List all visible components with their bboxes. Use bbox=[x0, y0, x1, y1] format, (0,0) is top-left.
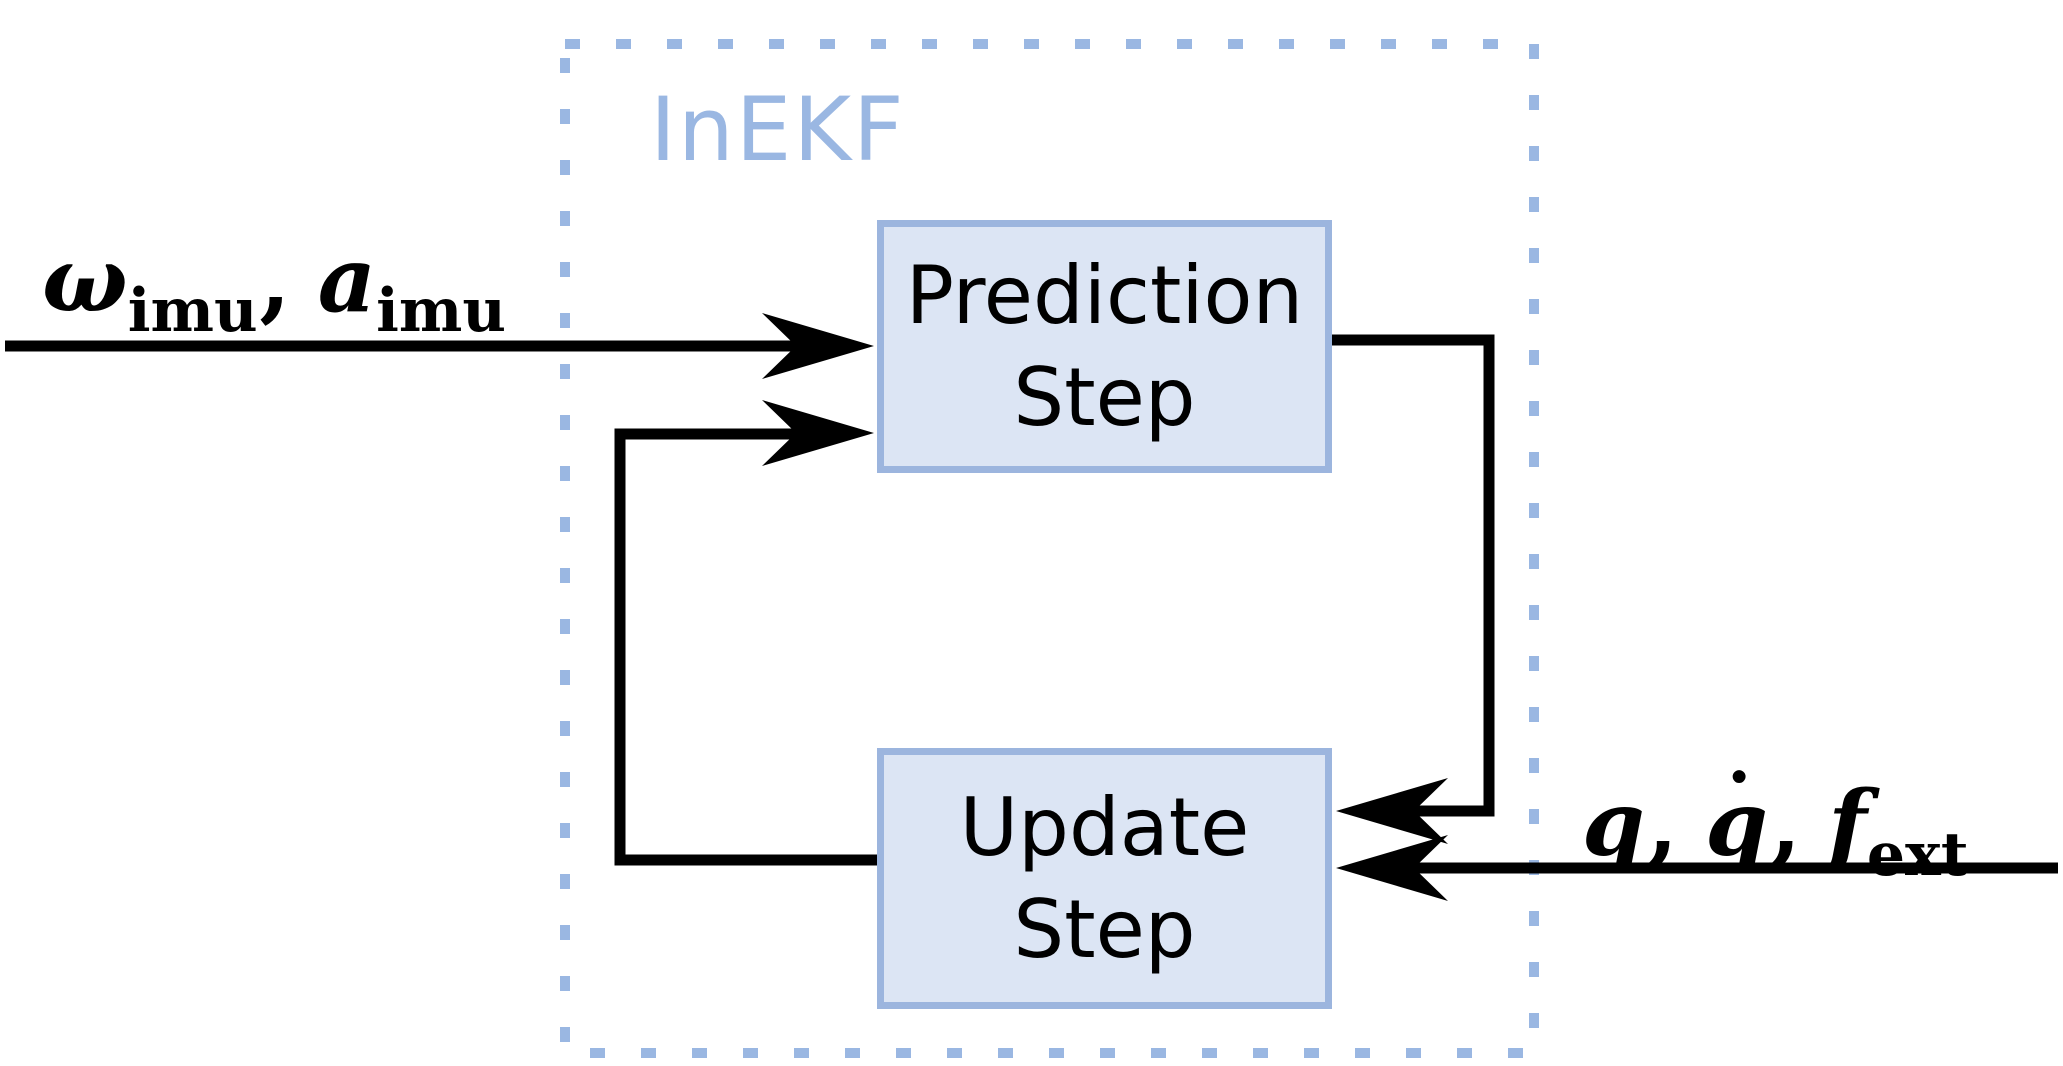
measurement-input-label: q,q˙,fext bbox=[1582, 765, 1969, 885]
qdot-base: q bbox=[1705, 771, 1769, 877]
prediction-step-box: Prediction Step bbox=[877, 220, 1332, 473]
prediction-step-label: Prediction Step bbox=[905, 248, 1304, 444]
measurement-input-arrowhead bbox=[1336, 835, 1448, 901]
omega-subscript: imu bbox=[127, 276, 258, 346]
measurement-separator-1: , bbox=[1646, 771, 1679, 877]
update-step-label: Update Step bbox=[959, 780, 1250, 976]
inekf-dashed-boundary bbox=[560, 39, 1539, 1058]
feedback-line bbox=[614, 428, 877, 866]
a-subscript: imu bbox=[376, 276, 506, 346]
f-symbol: f bbox=[1828, 771, 1867, 877]
dot-accent: ˙ bbox=[1716, 756, 1762, 863]
inekf-label: InEKF bbox=[650, 78, 906, 181]
a-symbol: a bbox=[317, 227, 377, 333]
update-step-box: Update Step bbox=[877, 748, 1332, 1009]
f-subscript: ext bbox=[1866, 820, 1969, 890]
prediction-output-line bbox=[1330, 334, 1495, 817]
qdot-symbol: q˙ bbox=[1705, 765, 1768, 869]
omega-symbol: ω bbox=[42, 227, 128, 333]
imu-input-label: ωimu,aimu bbox=[42, 235, 506, 341]
measurement-separator-2: , bbox=[1769, 771, 1802, 877]
imu-label-separator: , bbox=[259, 227, 291, 333]
imu-input-arrowhead bbox=[762, 313, 874, 379]
feedback-arrowhead bbox=[762, 400, 874, 466]
q-symbol: q bbox=[1582, 771, 1645, 877]
prediction-output-arrowhead bbox=[1336, 778, 1448, 844]
